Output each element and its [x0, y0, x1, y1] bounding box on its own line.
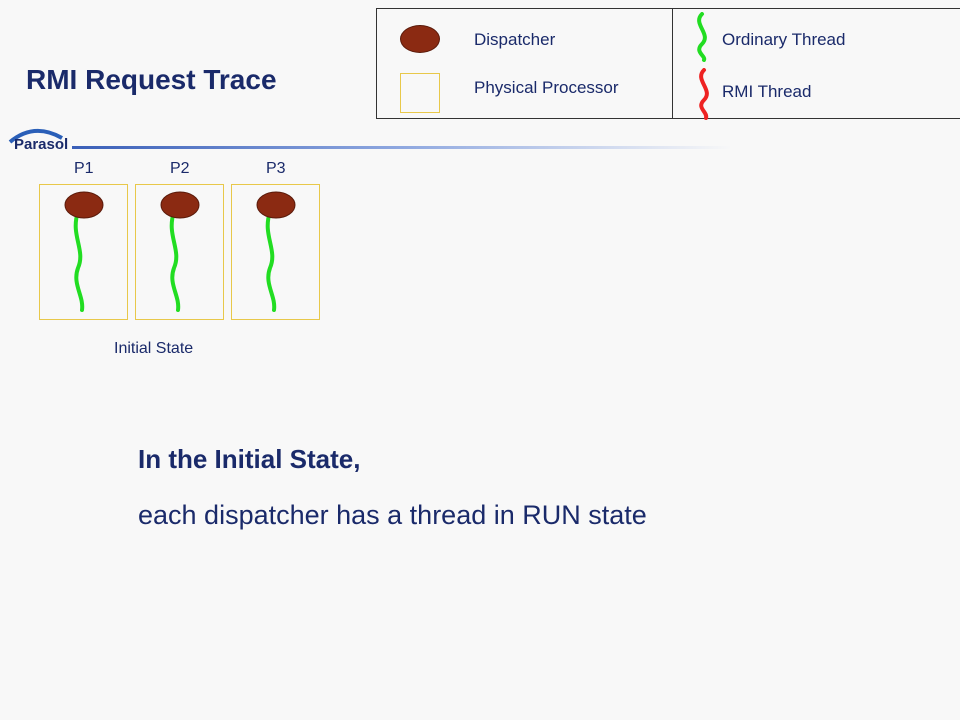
processor-box-p1: [39, 184, 128, 320]
legend-box: [376, 8, 960, 119]
description-text: each dispatcher has a thread in RUN stat…: [138, 500, 647, 530]
legend-ordinary-thread-label: Ordinary Thread: [722, 30, 846, 49]
description-heading: In the Initial State,: [138, 444, 361, 474]
header-rule: [72, 146, 732, 149]
page-title: RMI Request Trace: [26, 64, 277, 95]
legend-rmi-thread-label: RMI Thread: [722, 82, 812, 101]
processor-label-p1: P1: [74, 160, 94, 177]
rmi-thread-legend-icon: [699, 68, 709, 120]
dispatcher-p3: [256, 191, 296, 219]
dispatcher-legend-icon: [400, 25, 440, 53]
ordinary-thread-p2: [169, 210, 181, 312]
processor-label-p3: P3: [266, 160, 286, 177]
state-label: Initial State: [114, 340, 194, 357]
legend-divider: [672, 8, 673, 119]
ordinary-thread-legend-icon: [697, 12, 707, 62]
dispatcher-p2: [160, 191, 200, 219]
dispatcher-p1: [64, 191, 104, 219]
ordinary-thread-p1: [73, 210, 85, 312]
logo-text: Parasol: [14, 136, 69, 153]
processor-label-p2: P2: [170, 160, 190, 177]
processor-legend-icon: [400, 73, 440, 113]
legend-dispatcher-label: Dispatcher: [474, 30, 556, 49]
legend-processor-label: Physical Processor: [474, 78, 619, 97]
processor-box-p2: [135, 184, 224, 320]
ordinary-thread-p3: [265, 210, 277, 312]
parasol-logo-icon: [8, 129, 63, 144]
processor-box-p3: [231, 184, 320, 320]
